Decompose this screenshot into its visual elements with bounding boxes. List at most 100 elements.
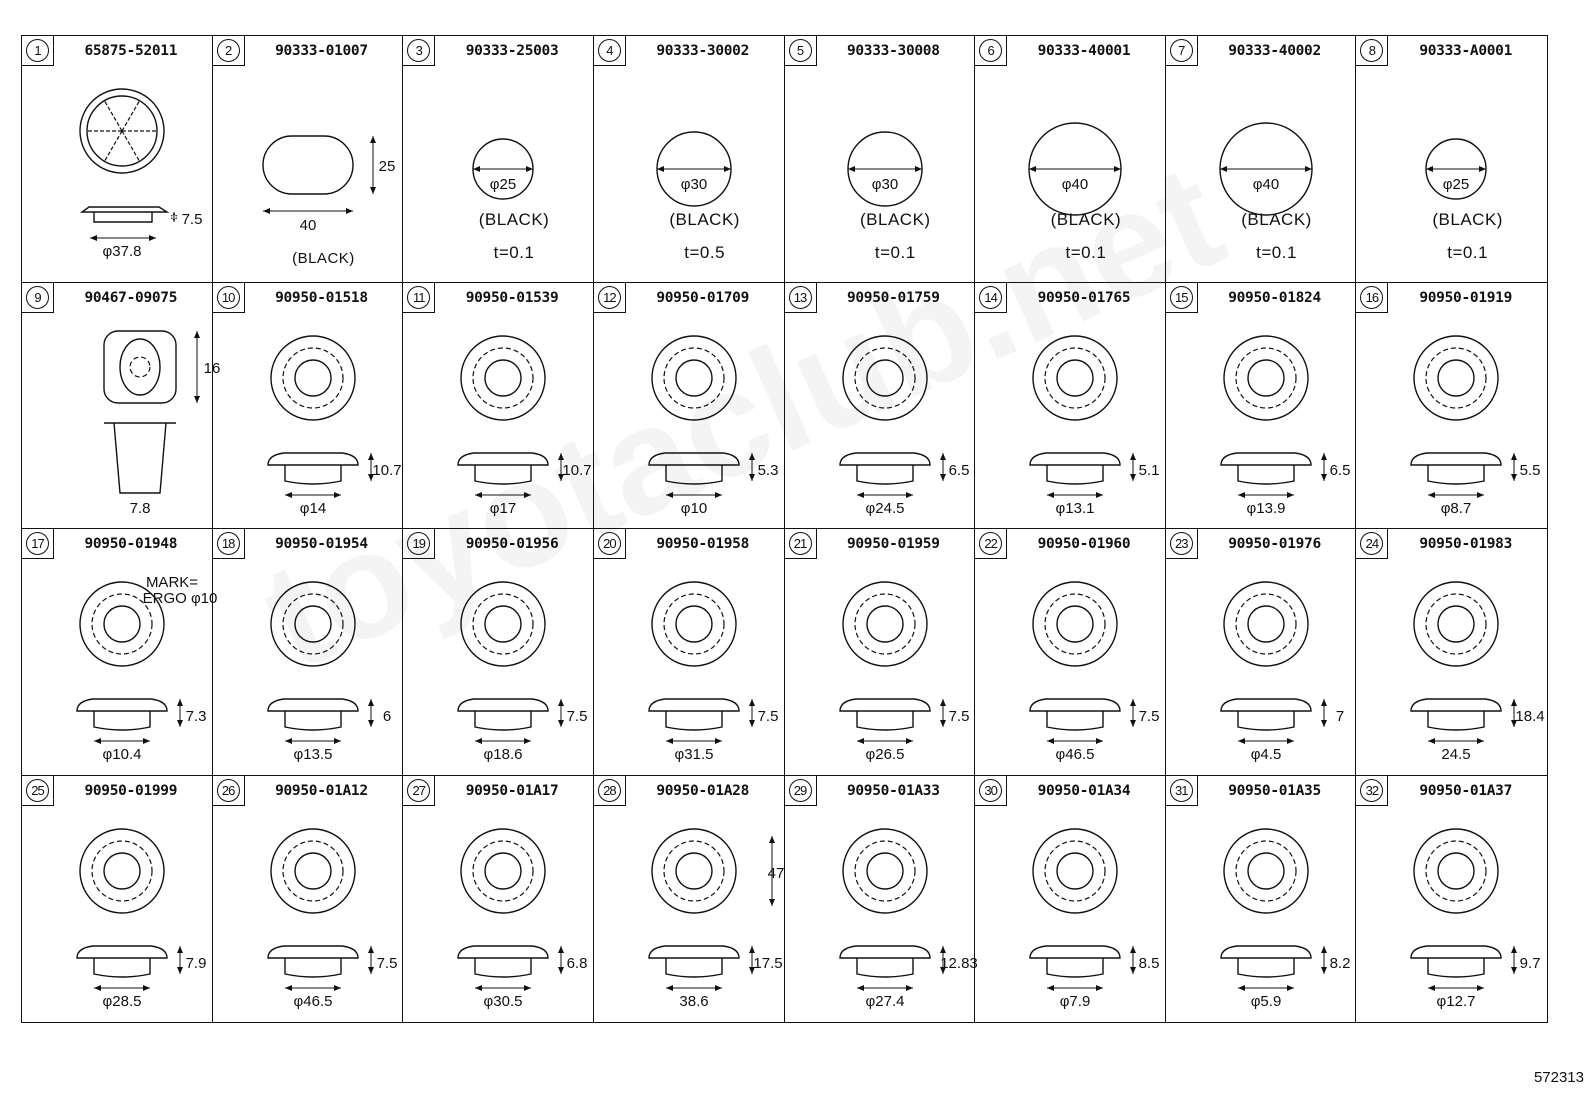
height-dimension-label: 6.5 [948, 462, 969, 479]
part-drawing-svg: φ40 [1219, 122, 1313, 216]
diameter-label: φ30 [871, 176, 897, 193]
part-number: 90950-01A12 [275, 782, 368, 799]
part-drawing-svg: 5.5φ8.7 [1410, 334, 1541, 517]
part-drawing: φ40 [1166, 66, 1356, 282]
part-number: 90950-01956 [465, 536, 559, 552]
item-number-box: 30 [975, 775, 1008, 806]
item-number: 8 [1360, 39, 1384, 62]
height-label: 25 [378, 158, 395, 175]
item-number: 5 [788, 39, 812, 62]
part-drawing: φ25 [1356, 66, 1546, 282]
item-number: 29 [788, 778, 812, 802]
part-drawing-svg: φ25 [472, 138, 534, 200]
height-dimension-label: 5.1 [1139, 462, 1160, 479]
diameter-dimension-label: φ7.9 [1060, 993, 1091, 1010]
item-number: 9 [26, 285, 49, 309]
thickness-note: t=0.1 [1256, 243, 1297, 262]
item-number: 7 [1169, 39, 1193, 62]
diameter-dimension-label: φ24.5 [865, 500, 904, 517]
height-label: 7.5 [182, 211, 203, 228]
part-number: 90333-30008 [846, 43, 940, 59]
diameter-dimension-label: φ12.7 [1437, 993, 1476, 1010]
item-number: 10 [216, 285, 240, 309]
item-number-box: 11 [403, 282, 436, 313]
part-number: 90950-01824 [1228, 289, 1321, 306]
height-dimension-label: 6.8 [567, 955, 588, 972]
part-number: 90950-01983 [1419, 536, 1513, 552]
part-number: 90333-40002 [1228, 43, 1321, 59]
item-number-box: 9 [22, 282, 54, 313]
diameter-dimension-label: φ10.4 [103, 746, 142, 763]
color-note: (BLACK) [1050, 210, 1122, 229]
item-number-box: 1 [22, 36, 54, 66]
item-number: 2 [216, 39, 240, 62]
thickness-note: t=0.1 [1447, 243, 1489, 262]
item-number-box: 16 [1356, 282, 1389, 313]
part-number: 65875-52011 [84, 43, 178, 59]
item-number-box: 14 [975, 282, 1008, 313]
color-note: (BLACK) [1241, 210, 1312, 229]
part-drawing: φ30 [594, 66, 784, 282]
diameter-dimension-label: φ10 [681, 500, 707, 517]
part-number: 90950-01919 [1419, 289, 1513, 306]
part-number: 90333-30002 [656, 43, 750, 59]
height-dimension-label: 5.5 [1520, 462, 1541, 479]
part-number: 90950-01958 [656, 536, 750, 552]
diameter-label: φ25 [490, 176, 516, 193]
item-number-box: 15 [1165, 282, 1198, 313]
part-drawing-svg: 18.424.5 [1410, 581, 1545, 763]
part-number: 90950-01539 [465, 289, 559, 306]
item-number: 12 [597, 285, 621, 309]
part-cell: 8 90333-A0001 φ25(BLACK)t=0.1 [1356, 36, 1547, 283]
item-number-box: 2 [212, 36, 245, 66]
height-dimension-label: 7.5 [567, 708, 588, 725]
thickness-note: t=0.5 [684, 243, 726, 262]
diameter-dimension-label: 24.5 [1442, 746, 1471, 763]
part-drawing: 6.5 φ24.5 [785, 313, 975, 529]
part-cell: 7 90333-40002 φ40(BLACK) t=0.1 [1165, 36, 1357, 283]
item-number-box: 21 [784, 529, 817, 559]
height-dimension-label: 17.5 [753, 955, 782, 972]
item-number-box: 4 [593, 36, 626, 66]
length-dimension-label: 47 [768, 865, 785, 882]
height-dimension-label: 10.7 [563, 462, 592, 479]
item-number: 17 [26, 532, 49, 555]
part-number: 90950-01954 [275, 536, 368, 552]
part-number: 90950-01759 [846, 289, 940, 306]
part-drawing-svg: φ30 [656, 131, 732, 207]
diameter-dimension-label: φ31.5 [674, 746, 713, 763]
